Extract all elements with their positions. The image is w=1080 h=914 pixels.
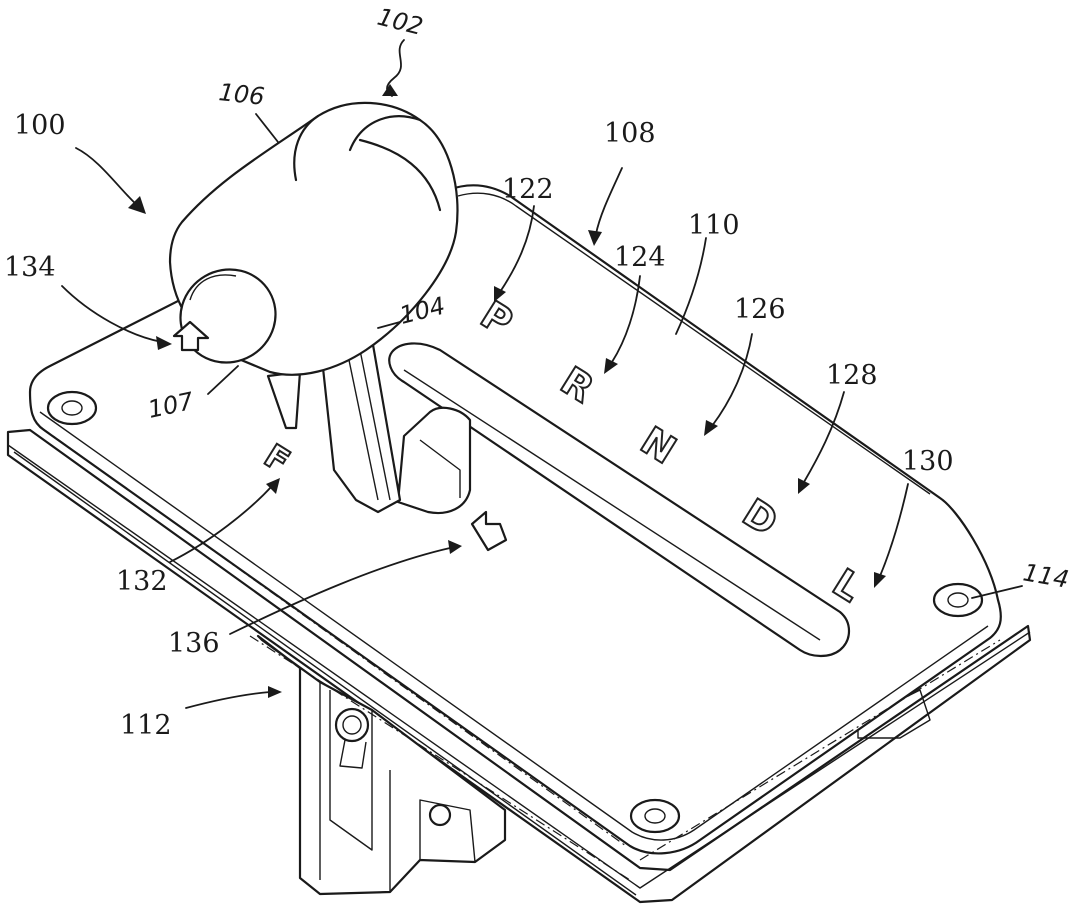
fastener-right bbox=[932, 582, 984, 618]
label-128: 128 bbox=[826, 360, 878, 391]
shift-slot bbox=[388, 342, 851, 658]
label-100: 100 bbox=[14, 110, 66, 141]
label-126: 126 bbox=[734, 294, 786, 325]
base-plate bbox=[6, 428, 1032, 904]
label-108: 108 bbox=[604, 118, 656, 149]
label-102: 102 bbox=[375, 3, 426, 41]
arrow-mark-up bbox=[172, 320, 210, 352]
label-122: 122 bbox=[502, 174, 554, 205]
mounting-bracket bbox=[256, 634, 931, 896]
shifter-knob bbox=[168, 101, 459, 376]
arrow-mark-down bbox=[470, 510, 508, 552]
label-110: 110 bbox=[688, 210, 740, 241]
label-124: 124 bbox=[614, 242, 666, 273]
label-112: 112 bbox=[120, 710, 172, 741]
leader-lines bbox=[61, 39, 1023, 709]
fastener-left bbox=[46, 390, 98, 426]
fastener-bottom bbox=[629, 798, 681, 834]
label-114: 114 bbox=[1021, 558, 1071, 594]
label-106: 106 bbox=[217, 78, 265, 111]
label-130: 130 bbox=[902, 446, 954, 477]
label-134: 134 bbox=[4, 252, 56, 283]
label-136: 136 bbox=[168, 628, 220, 659]
label-132: 132 bbox=[116, 566, 168, 597]
